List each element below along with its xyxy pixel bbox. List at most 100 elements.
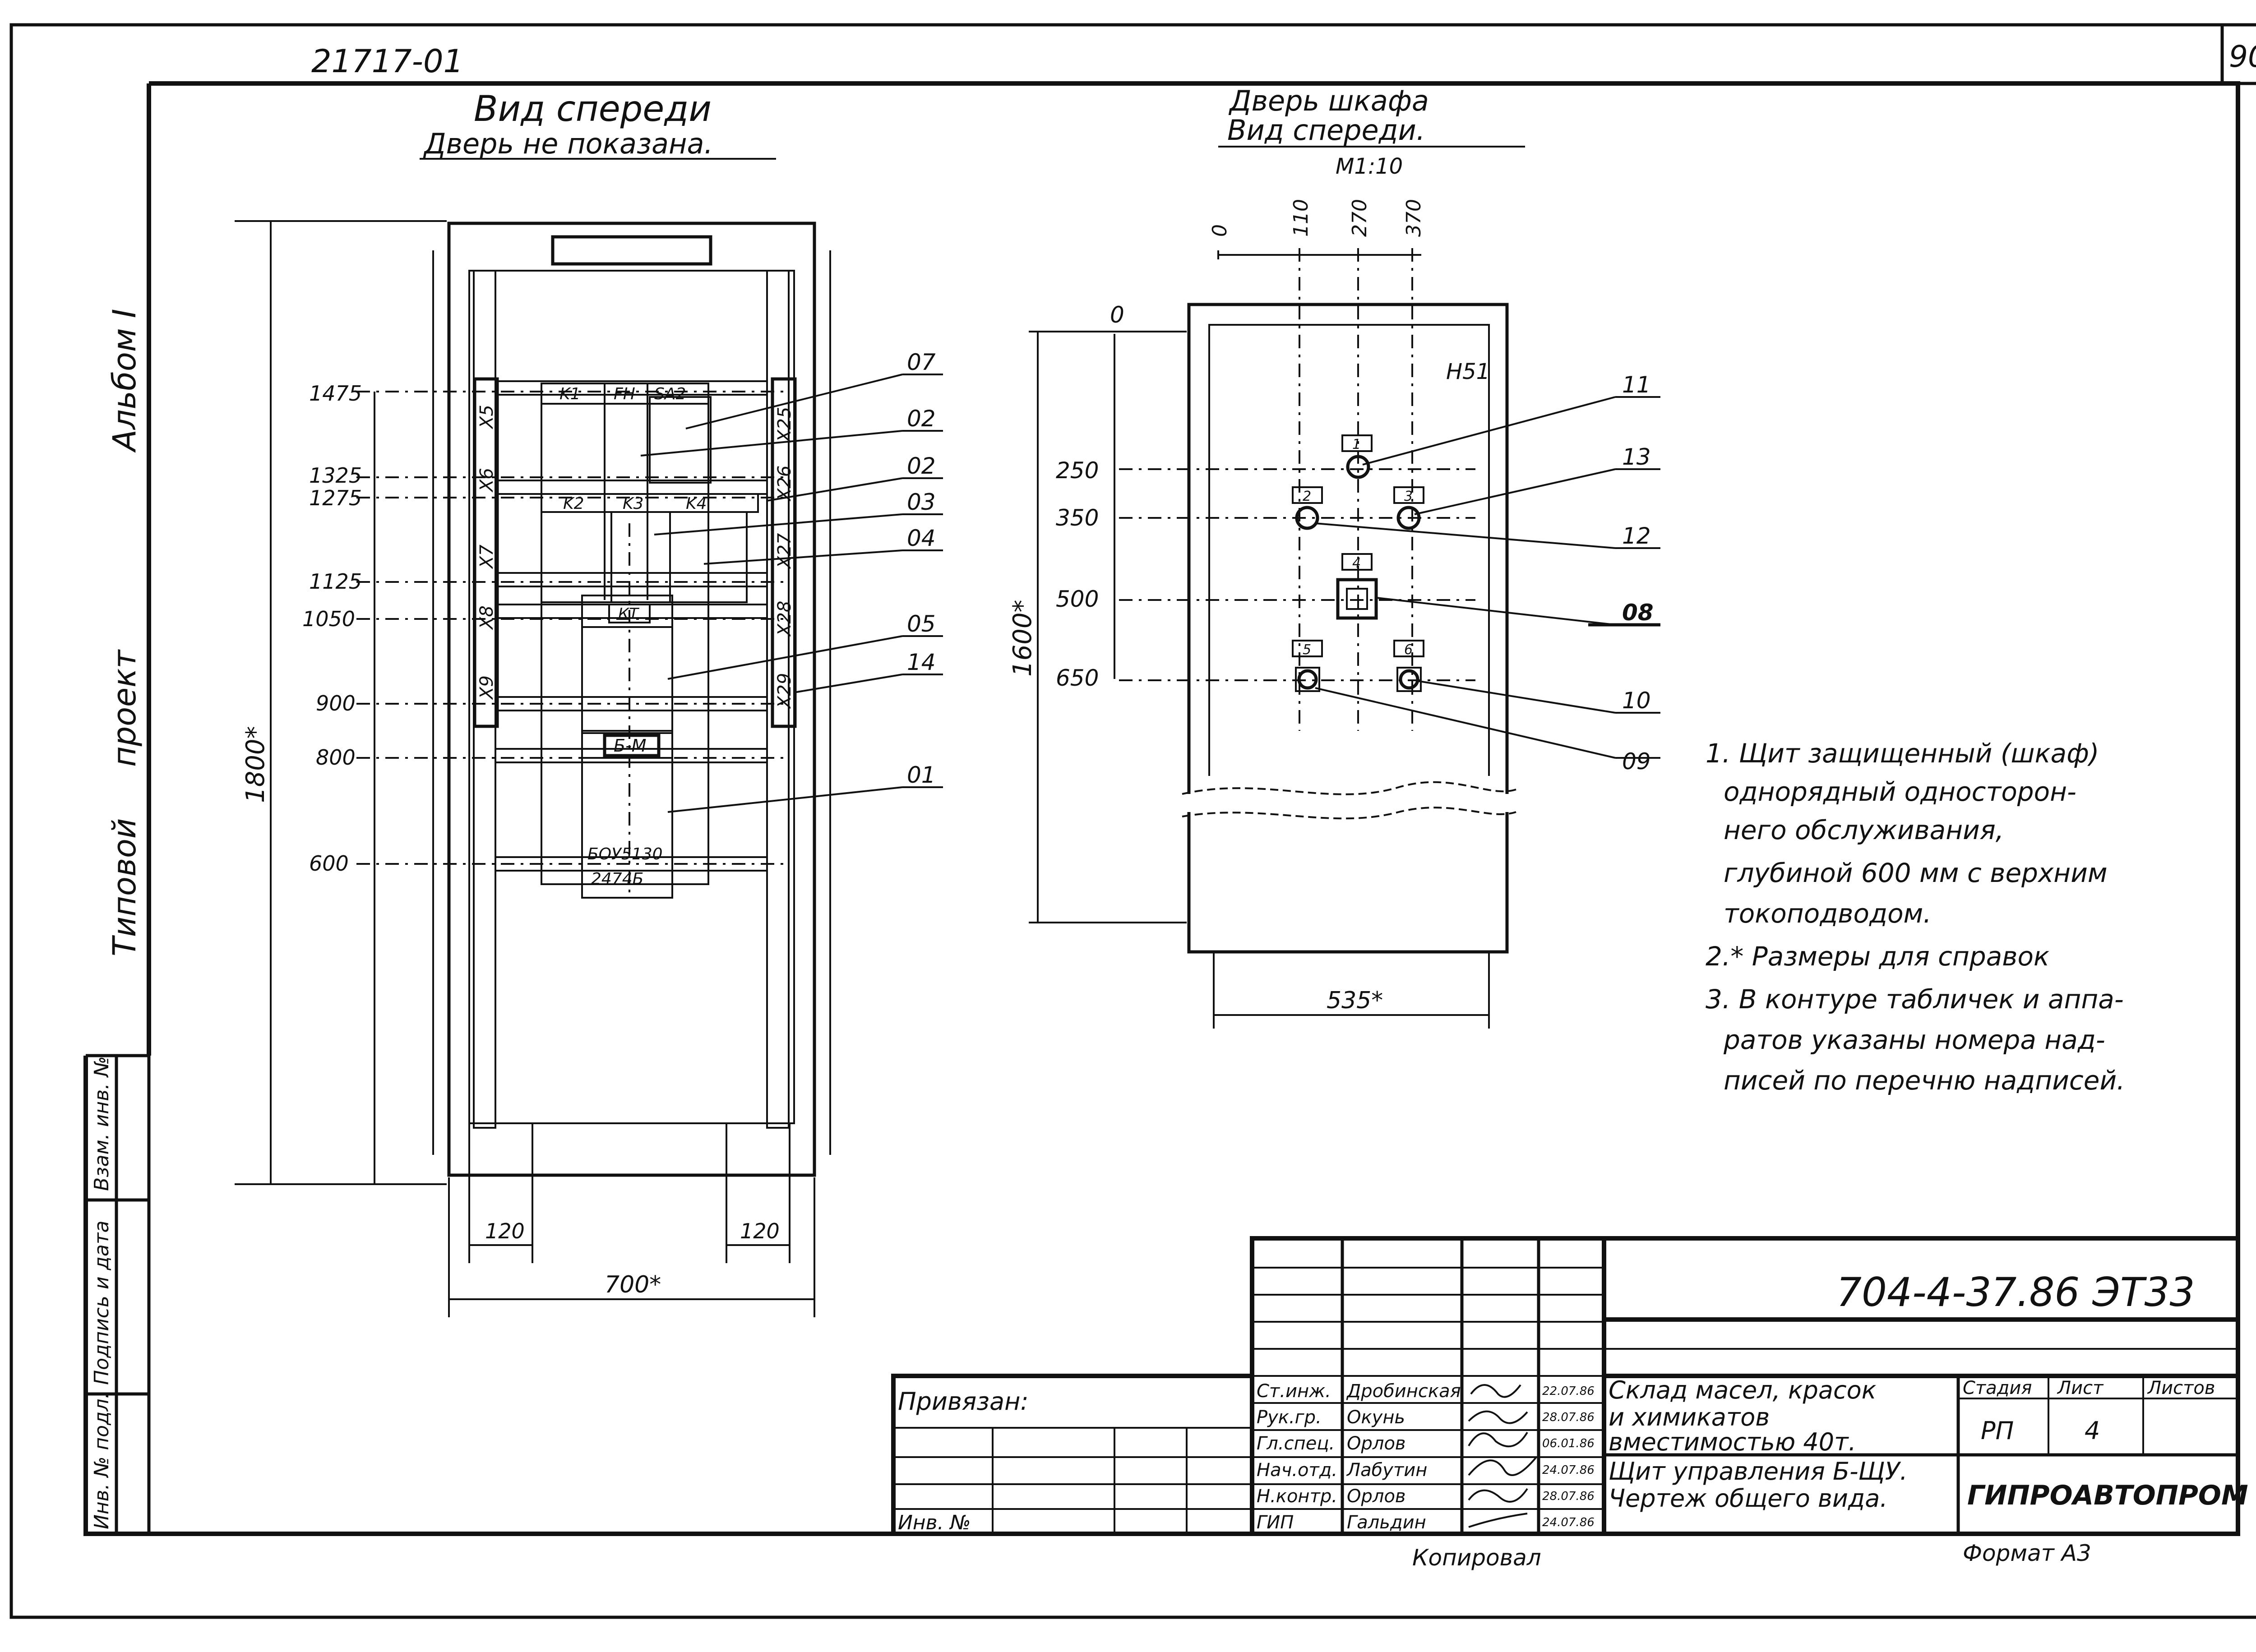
door-width-dim: 535* (1327, 987, 1383, 1014)
door-code: Н51 (1446, 359, 1490, 384)
plate-2-label: 2 (1303, 489, 1311, 504)
offset-left-dim: 120 (485, 1219, 525, 1243)
sheet-number: 90 (2229, 39, 2256, 74)
door-top-270: 270 (1348, 199, 1371, 237)
door-top-0: 0 (1208, 224, 1231, 237)
front-view-subtitle: Дверь не показана. (423, 127, 713, 160)
level-1475: 1475 (309, 381, 362, 406)
door-top-110: 110 (1290, 199, 1313, 237)
callout-01: 01 (907, 762, 936, 788)
name-5: Орлов (1347, 1486, 1406, 1507)
stage-value: РП (1981, 1417, 2014, 1445)
button-10 (1396, 667, 1422, 692)
date-2: 28.07.86 (1542, 1411, 1595, 1424)
callout-02b: 02 (907, 453, 936, 479)
signatures (1468, 1384, 1537, 1528)
front-view: Вид спереди Дверь не показана. X5 X6 X7 … (235, 89, 943, 1317)
role-1: Ст.инж. (1257, 1381, 1331, 1402)
callout-10: 10 (1622, 688, 1651, 714)
date-5: 28.07.86 (1542, 1490, 1595, 1503)
note-line-1: 1. Щит защищенный (шкаф) (1706, 738, 2099, 769)
plate-3 (1393, 486, 1424, 504)
role-6: ГИП (1257, 1512, 1294, 1533)
device-sa2: SA2 (654, 385, 686, 403)
sheet-header: Лист (2057, 1378, 2104, 1398)
role-4: Нач.отд. (1257, 1460, 1337, 1481)
sheet-value: 4 (2085, 1417, 2100, 1445)
plate-5 (1292, 640, 1323, 657)
door-callouts (1315, 396, 1660, 759)
copied-label: Копировал (1412, 1545, 1541, 1571)
name-3: Орлов (1347, 1433, 1406, 1454)
callout-14: 14 (907, 649, 936, 675)
terminal-x9: X9 (476, 675, 497, 700)
door-outline (1187, 303, 1509, 794)
organization: ГИПРОАВТОПРОМ (1967, 1480, 2248, 1511)
door-left-650: 650 (1056, 665, 1099, 691)
level-1050: 1050 (302, 607, 355, 631)
sheet-number-box (2220, 23, 2256, 85)
note-line-2: однорядный односторон- (1724, 776, 2076, 807)
callout-07: 07 (907, 349, 936, 375)
left-terminal-strip (473, 377, 499, 728)
name-4: Лабутин (1346, 1460, 1427, 1481)
album-label: Альбом I (106, 309, 143, 453)
note-line-5: токоподводом. (1724, 898, 1932, 929)
date-3: 06.01.86 (1542, 1437, 1595, 1450)
cabinet-nameplate (551, 235, 712, 266)
note-line-7: 3. В контуре табличек и аппа- (1706, 984, 2124, 1015)
callout-09: 09 (1622, 748, 1651, 775)
front-width-dim: 700* (605, 1271, 661, 1298)
plate-1-label: 1 (1352, 437, 1361, 452)
inv-label: Инв. № (898, 1511, 971, 1534)
lamp-13 (1396, 506, 1421, 530)
level-1275: 1275 (309, 486, 362, 510)
device-k1: K1 (559, 385, 581, 403)
bou-label-1: БОУ5130 (587, 845, 663, 863)
terminal-x28: X28 (774, 601, 795, 637)
callout-04: 04 (907, 525, 936, 551)
note-line-4: глубиной 600 мм с верхним (1724, 858, 2108, 888)
terminal-x27: X27 (774, 533, 795, 569)
note-line-9: писей по перечню надписей. (1724, 1065, 2125, 1096)
callout-05: 05 (907, 611, 936, 637)
stamp-col-1: Инв. № подл. (90, 1392, 113, 1529)
offset-right-dim: 120 (740, 1219, 780, 1243)
stamp-col-3: Взам. инв. № (90, 1056, 113, 1191)
callout-03: 03 (907, 489, 936, 515)
device-fh: FH (614, 385, 635, 403)
terminal-x29: X29 (774, 673, 795, 709)
plate-1 (1341, 434, 1373, 452)
plate-4-label: 4 (1352, 555, 1361, 571)
callout-13: 13 (1622, 444, 1651, 470)
lamp-12 (1295, 506, 1319, 530)
terminal-x5: X5 (476, 405, 497, 429)
note-line-3: него обслуживания, (1724, 815, 2004, 845)
note-line-6: 2.* Размеры для справок (1706, 941, 2049, 972)
role-5: Н.контр. (1257, 1486, 1337, 1507)
callout-08: 08 (1622, 600, 1654, 626)
date-4: 24.07.86 (1542, 1463, 1595, 1477)
device-07 (649, 396, 712, 484)
callout-11: 11 (1622, 372, 1651, 398)
plate-2 (1292, 486, 1323, 504)
drawing-line-1: Щит управления Б-ЩУ. (1609, 1457, 1908, 1486)
door-left-350: 350 (1056, 505, 1099, 531)
right-terminal-strip (771, 377, 797, 728)
left-stamp-columns: Инв. № подл. Подпись и дата Взам. инв. № (86, 1054, 151, 1534)
door-left-250: 250 (1056, 457, 1099, 484)
din-rails (495, 380, 768, 872)
device-k4-body (669, 511, 748, 603)
terminal-x25: X25 (774, 407, 795, 443)
corner-code: 21717-01 (311, 43, 463, 80)
front-view-title: Вид спереди (474, 89, 712, 129)
door-view-subtitle: Вид спереди. (1227, 114, 1425, 147)
door-scale: М1:10 (1336, 154, 1403, 179)
front-level-marks (356, 391, 785, 865)
front-callouts (640, 374, 943, 813)
plate-6 (1393, 640, 1424, 657)
outer-frame (9, 23, 2256, 1619)
bound-label: Привязан: (898, 1387, 1029, 1416)
plate-5-label: 5 (1303, 642, 1311, 658)
